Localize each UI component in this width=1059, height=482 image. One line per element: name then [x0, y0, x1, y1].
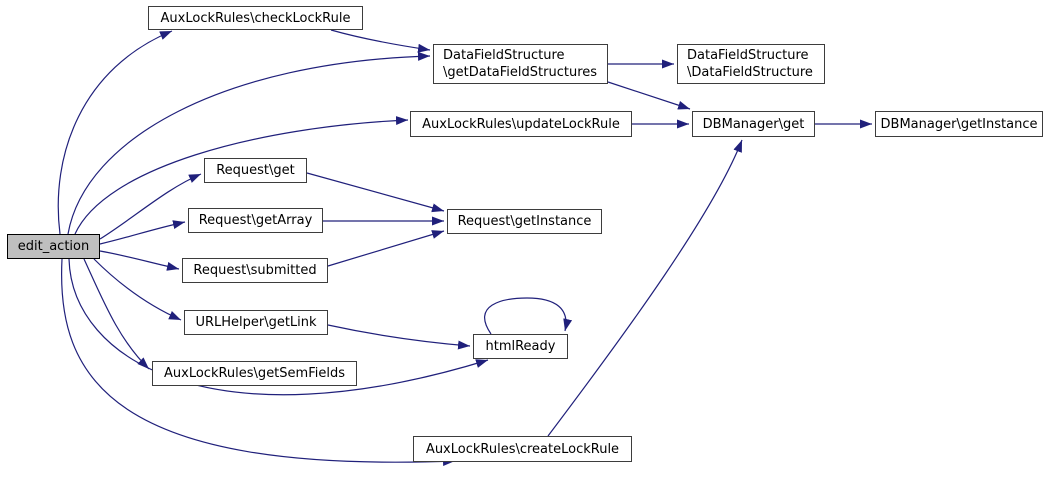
node-label: DataFieldStructure	[687, 48, 809, 63]
node-request-get-array[interactable]: Request\getArray	[188, 208, 323, 233]
node-request-get[interactable]: Request\get	[204, 158, 307, 183]
node-data-field-structure[interactable]: DataFieldStructure \DataFieldStructure	[677, 44, 825, 84]
node-label: Request\getInstance	[457, 214, 592, 229]
edge-get-data-field-structures-to-dbmanager-get	[607, 81, 691, 110]
node-request-submitted[interactable]: Request\submitted	[182, 258, 328, 283]
node-label: edit_action	[17, 239, 90, 254]
node-label: DBManager\get	[702, 116, 805, 132]
node-label: \DataFieldStructure	[687, 65, 813, 80]
edge-check-lock-rule-to-get-data-field-structures	[330, 29, 431, 53]
node-label: AuxLockRules\getSemFields	[164, 366, 345, 381]
edge-group	[57, 29, 872, 466]
edge-request-get-to-request-get-instance	[306, 172, 445, 213]
node-label: htmlReady	[485, 339, 556, 354]
node-check-lock-rule[interactable]: AuxLockRules\checkLockRule	[148, 6, 363, 30]
node-label: AuxLockRules\checkLockRule	[160, 10, 351, 26]
node-label: Request\get	[216, 163, 295, 178]
node-edit-action[interactable]: edit_action	[7, 234, 100, 259]
edge-edit-action-to-urlhelper-get-link	[93, 258, 182, 321]
edge-edit-action-to-check-lock-rule	[57, 30, 173, 235]
node-label: DataFieldStructure	[443, 48, 565, 63]
node-dbmanager-get[interactable]: DBManager\get	[692, 111, 815, 137]
node-label: DBManager\getInstance	[880, 116, 1038, 132]
node-get-data-field-structures[interactable]: DataFieldStructure \getDataFieldStructure…	[433, 44, 608, 84]
node-urlhelper-get-link[interactable]: URLHelper\getLink	[184, 310, 328, 335]
edge-request-submitted-to-request-get-instance	[327, 230, 445, 267]
edge-edit-action-to-get-sem-fields	[83, 258, 150, 370]
node-dbmanager-get-instance[interactable]: DBManager\getInstance	[875, 111, 1043, 137]
node-label: Request\getArray	[198, 213, 313, 228]
node-request-get-instance[interactable]: Request\getInstance	[447, 209, 602, 234]
edge-html-ready-to-html-ready	[484, 297, 573, 335]
edge-edit-action-to-get-data-field-structures	[67, 51, 431, 235]
node-label: AuxLockRules\updateLockRule	[422, 116, 620, 132]
node-label: AuxLockRules\createLockRule	[425, 441, 620, 457]
node-html-ready[interactable]: htmlReady	[473, 334, 568, 359]
edge-edit-action-to-request-submitted	[99, 250, 180, 271]
node-label: URLHelper\getLink	[195, 315, 317, 330]
node-label: Request\submitted	[193, 263, 317, 278]
node-label: \getDataFieldStructures	[443, 65, 598, 80]
edge-urlhelper-get-link-to-html-ready	[327, 324, 471, 350]
node-get-sem-fields[interactable]: AuxLockRules\getSemFields	[152, 361, 357, 386]
edge-edit-action-to-request-get	[99, 173, 202, 240]
edge-create-lock-rule-to-dbmanager-get	[547, 139, 743, 437]
edge-edit-action-to-update-lock-rule	[74, 116, 409, 235]
node-update-lock-rule[interactable]: AuxLockRules\updateLockRule	[410, 111, 632, 137]
node-create-lock-rule[interactable]: AuxLockRules\createLockRule	[413, 436, 632, 462]
edge-edit-action-to-request-get-array	[99, 220, 186, 245]
edge-edit-action-to-create-lock-rule	[60, 258, 456, 466]
